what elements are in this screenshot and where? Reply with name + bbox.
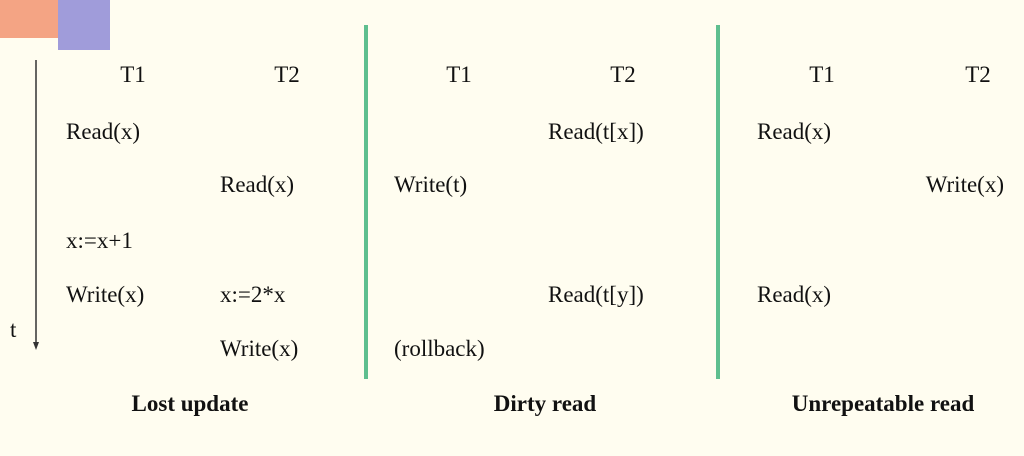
lost-update-row5-t2: Write(x) <box>220 336 299 361</box>
dirty-read-t1-header: T1 <box>446 62 472 87</box>
dirty-read-row4-t2: Read(t[y]) <box>548 282 644 307</box>
unrepeatable-read-row4-t1: Read(x) <box>757 282 832 307</box>
time-axis-arrow <box>33 60 39 350</box>
dirty-read-row2-t1: Write(t) <box>394 172 468 197</box>
lost-update-caption: Lost update <box>131 391 249 416</box>
dirty-read-caption: Dirty read <box>493 391 597 416</box>
panel-divider-1 <box>364 25 368 379</box>
time-axis-label: t <box>10 317 17 342</box>
dirty-read-row1-t2: Read(t[x]) <box>548 119 644 144</box>
lost-update-row4-t2: x:=2*x <box>220 282 286 307</box>
decorative-orange-block <box>0 0 58 38</box>
unrepeatable-read-t2-header: T2 <box>965 62 991 87</box>
unrepeatable-read-t1-header: T1 <box>809 62 835 87</box>
lost-update-t1-header: T1 <box>120 62 146 87</box>
lost-update-row3-t1: x:=x+1 <box>66 228 133 253</box>
lost-update-row2-t2: Read(x) <box>220 172 295 197</box>
unrepeatable-read-caption: Unrepeatable read <box>791 391 975 416</box>
dirty-read-row5-t1: (rollback) <box>394 336 485 361</box>
dirty-read-t2-header: T2 <box>610 62 636 87</box>
decorative-purple-block <box>58 0 110 50</box>
panel-divider-2 <box>716 25 720 379</box>
lost-update-row1-t1: Read(x) <box>66 119 141 144</box>
lost-update-row4-t1: Write(x) <box>66 282 145 307</box>
unrepeatable-read-row2-t2: Write(x) <box>925 172 1004 197</box>
unrepeatable-read-row1-t1: Read(x) <box>757 119 832 144</box>
lost-update-t2-header: T2 <box>274 62 300 87</box>
